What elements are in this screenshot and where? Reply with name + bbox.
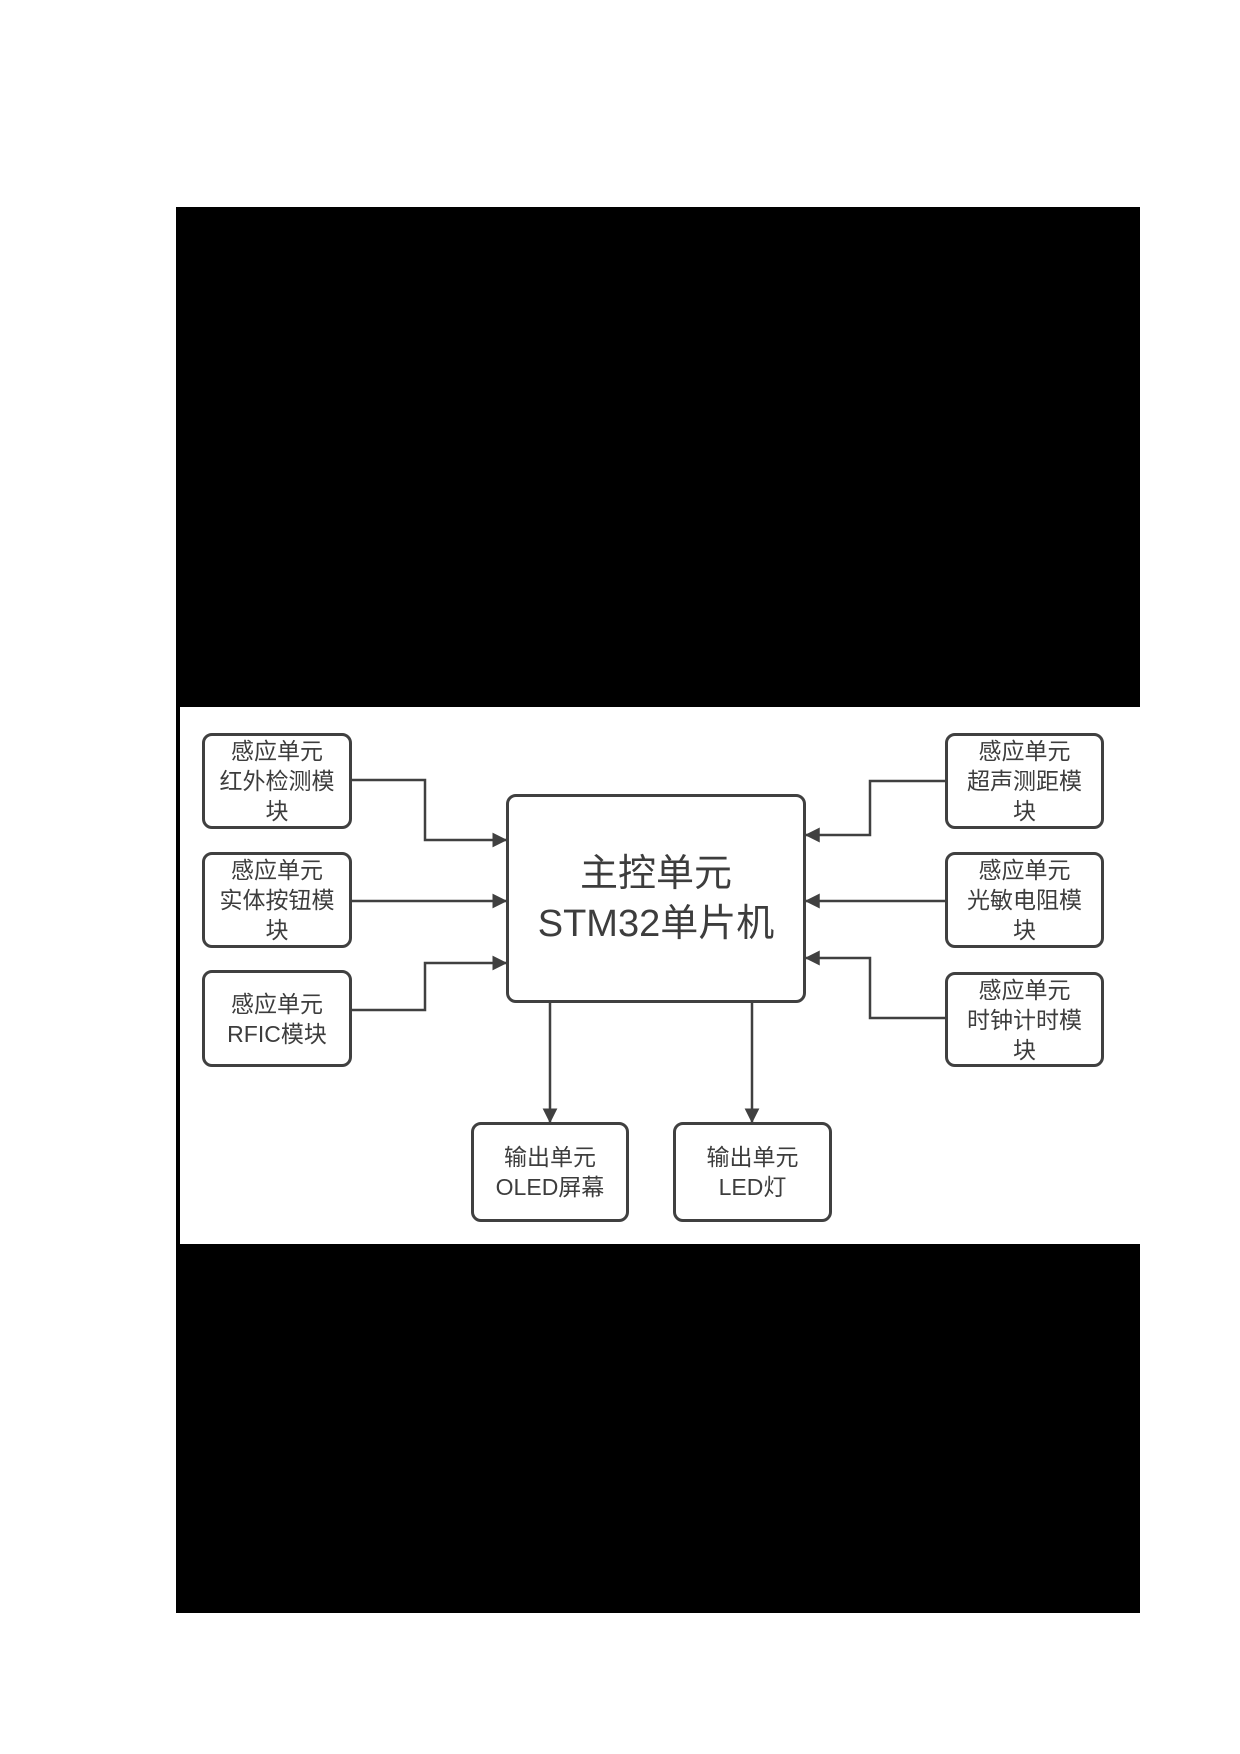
node-ultrasonic-ranging-module: 感应单元 超声测距模 块 [945,733,1104,829]
node-led-label: 输出单元 LED灯 [706,1144,799,1200]
node-mcu-label: 主控单元 STM32单片机 [537,852,775,945]
node-stm32-mcu: 主控单元 STM32单片机 [506,794,806,1003]
node-photoresistor-module: 感应单元 光敏电阻模 块 [945,852,1104,948]
node-led-light-output: 输出单元 LED灯 [673,1122,832,1222]
connector-infrared-to-mcu [352,778,508,848]
node-physical-button-module: 感应单元 实体按钮模 块 [202,852,352,948]
node-clock-label: 感应单元 时钟计时模 块 [967,976,1082,1063]
black-image-block-bottom [176,1244,1140,1613]
connector-ultrasonic-to-mcu [804,779,945,843]
node-button-label: 感应单元 实体按钮模 块 [219,857,335,943]
black-image-block-top [176,207,1140,707]
node-infrared-detection-module: 感应单元 红外检测模 块 [202,733,352,829]
node-rfic-module: 感应单元 RFIC模块 [202,970,352,1067]
node-rfic-label: 感应单元 RFIC模块 [227,990,327,1047]
node-photoresistor-label: 感应单元 光敏电阻模 块 [967,857,1082,943]
node-infrared-label: 感应单元 红外检测模 块 [219,738,335,824]
connector-clock-to-mcu [804,950,945,1020]
node-clock-timing-module: 感应单元 时钟计时模 块 [945,972,1104,1067]
connector-rfic-to-mcu [352,955,508,1012]
node-ultrasonic-label: 感应单元 超声测距模 块 [967,738,1082,824]
node-oled-label: 输出单元 OLED屏幕 [495,1144,605,1200]
node-oled-screen-output: 输出单元 OLED屏幕 [471,1122,629,1222]
figure-left-edge-line [176,707,180,1244]
